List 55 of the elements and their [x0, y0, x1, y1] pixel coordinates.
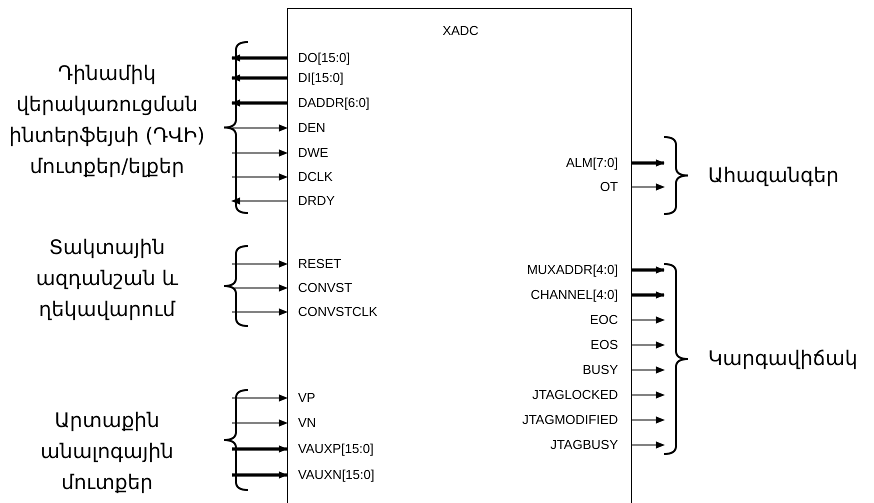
- pin-label: VP: [287, 390, 316, 406]
- pin-label: OT: [600, 179, 632, 195]
- pin-label: CHANNEL[4:0]: [530, 287, 632, 303]
- pin-label: EOS: [590, 337, 632, 353]
- pin-label: JTAGBUSY: [550, 437, 632, 453]
- group-label: Արտաքին անալոգային մուտքեր: [39, 407, 175, 496]
- group-label: Ահազանգեր: [708, 162, 839, 188]
- pin-label: DI[15:0]: [287, 70, 344, 86]
- signal-arrow: [632, 291, 665, 299]
- signal-arrow: [632, 316, 665, 324]
- signal-arrow: [632, 441, 665, 449]
- pin-label: JTAGMODIFIED: [522, 412, 632, 428]
- signal-arrow: [232, 284, 288, 292]
- signal-arrow: [232, 149, 288, 157]
- signal-arrow: [232, 308, 288, 316]
- pin-label: EOC: [590, 312, 632, 328]
- signal-arrow: [632, 159, 665, 167]
- signal-arrow: [232, 124, 288, 132]
- signal-arrow: [231, 197, 288, 205]
- pin-label: DCLK: [287, 169, 333, 185]
- signal-arrow: [232, 173, 288, 181]
- signal-arrow: [632, 416, 665, 424]
- signal-arrow: [232, 260, 288, 268]
- signal-arrow: [231, 99, 287, 107]
- group-label: Կարգավիճակ: [708, 345, 858, 372]
- pin-label: VN: [287, 415, 316, 431]
- pin-label: RESET: [287, 256, 342, 272]
- pin-label: DRDY: [287, 193, 335, 209]
- signal-arrow: [232, 471, 288, 479]
- signal-arrow: [632, 391, 665, 399]
- signal-arrow: [632, 341, 665, 349]
- signal-arrow: [632, 183, 665, 191]
- signal-arrow: [231, 74, 287, 82]
- signal-arrow: [231, 54, 287, 62]
- pin-label: DO[15:0]: [287, 50, 350, 66]
- pin-label: CONVSTCLK: [287, 304, 378, 320]
- pin-label: MUXADDR[4:0]: [526, 262, 632, 278]
- pin-label: VAUXP[15:0]: [287, 441, 374, 457]
- signal-arrow: [632, 266, 665, 274]
- pin-label: VAUXN[15:0]: [287, 467, 374, 483]
- pin-label: CONVST: [287, 280, 352, 296]
- pin-label: JTAGLOCKED: [532, 387, 632, 403]
- pin-label: DWE: [287, 145, 328, 161]
- block-outline: [287, 8, 632, 503]
- pin-label: ALM[7:0]: [566, 155, 632, 171]
- signal-arrow: [232, 419, 288, 427]
- pin-label: BUSY: [582, 362, 632, 378]
- signal-arrow: [232, 445, 288, 453]
- group-label: Դինամիկ վերակառուցման ինտերֆեյսի (ԴՎԻ) մուտքեր/ելքեր: [8, 60, 206, 180]
- signal-arrow: [632, 366, 665, 374]
- signal-arrow: [232, 394, 288, 402]
- block-title: XADC: [441, 23, 480, 38]
- pin-label: DADDR[6:0]: [287, 95, 370, 111]
- group-label: Տակտային ազդանշան և ղեկավարում: [34, 234, 180, 323]
- pin-label: DEN: [287, 120, 326, 136]
